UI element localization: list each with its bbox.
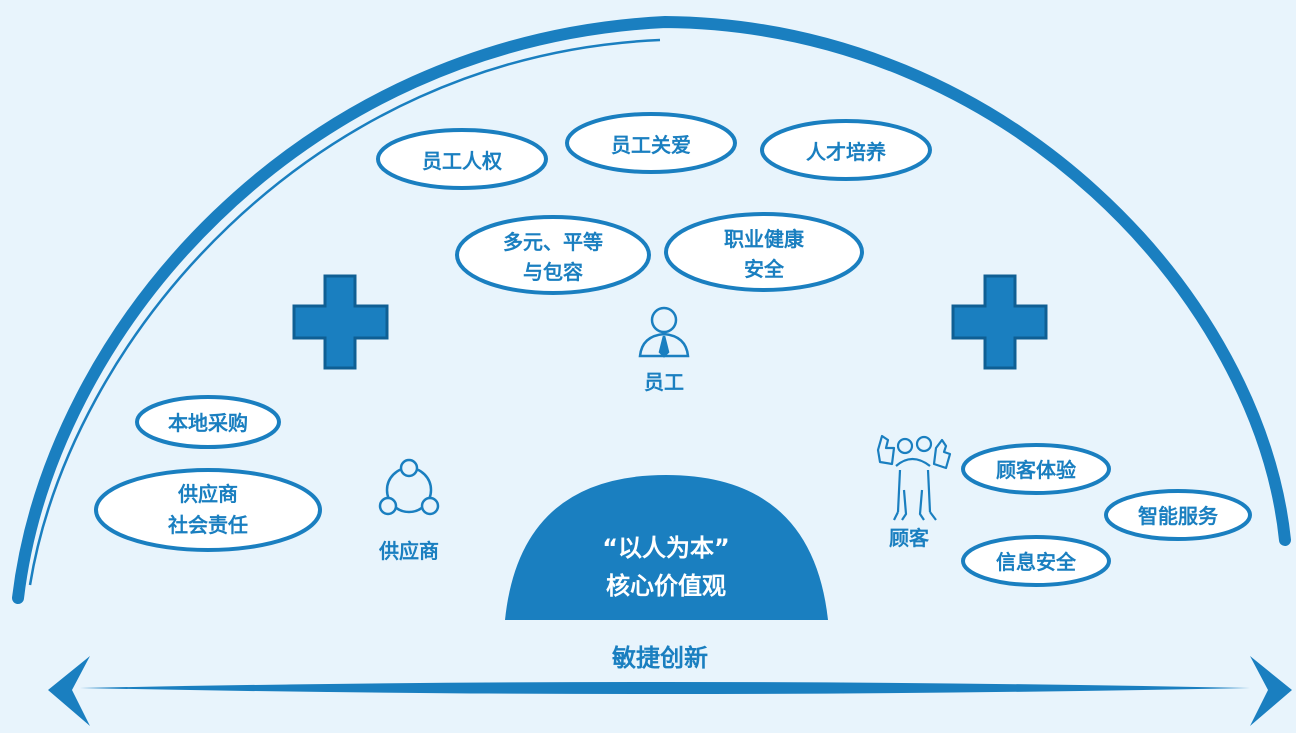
topic-label: 信息安全 — [996, 550, 1077, 574]
topic-customer-info-security: 信息安全 — [961, 535, 1111, 587]
group-label-customer: 顾客 — [889, 526, 930, 550]
topic-label: 社会责任 — [167, 513, 248, 537]
topic-label: 供应商 — [177, 482, 238, 506]
topic-label: 本地采购 — [168, 411, 248, 435]
topic-employee-talent: 人才培养 — [760, 119, 932, 181]
topic-employee-health: 职业健康 安全 — [664, 212, 864, 292]
plus-icon-left — [292, 274, 389, 370]
topic-employee-care: 员工关爱 — [565, 112, 737, 174]
plus-icon-right — [951, 274, 1048, 370]
topic-customer-experience: 顾客体验 — [961, 443, 1111, 495]
center-core-shape — [505, 475, 828, 620]
topic-label: 多元、平等 — [503, 230, 603, 254]
bottom-label: 敏捷创新 — [611, 644, 708, 672]
topic-employee-human-rights: 员工人权 — [376, 128, 548, 190]
dome-arc — [12, 15, 1291, 604]
topic-supplier-responsibility: 供应商 社会责任 — [94, 468, 322, 552]
group-label-supplier: 供应商 — [378, 539, 439, 563]
topic-label: 智能服务 — [1138, 504, 1219, 528]
bottom-double-arrow — [48, 656, 1292, 726]
person-icon — [638, 306, 690, 358]
topic-label: 顾客体验 — [996, 458, 1076, 482]
topic-customer-smart-service: 智能服务 — [1104, 489, 1252, 541]
topic-label: 人才培养 — [806, 140, 886, 164]
topic-supplier-local: 本地采购 — [135, 395, 281, 449]
thumbs-up-icon — [876, 434, 952, 521]
topic-label: 职业健康 — [724, 227, 805, 251]
topic-label: 与包容 — [523, 260, 583, 284]
center-line-1: “以人为本” — [602, 534, 730, 562]
topic-label: 安全 — [744, 257, 785, 281]
group-label-employee: 员工 — [644, 370, 684, 394]
topic-label: 员工关爱 — [611, 133, 691, 157]
topic-employee-diversity: 多元、平等 与包容 — [455, 215, 651, 295]
topic-label: 员工人权 — [422, 149, 503, 173]
network-icon — [378, 458, 440, 516]
center-line-2: 核心价值观 — [606, 572, 726, 600]
